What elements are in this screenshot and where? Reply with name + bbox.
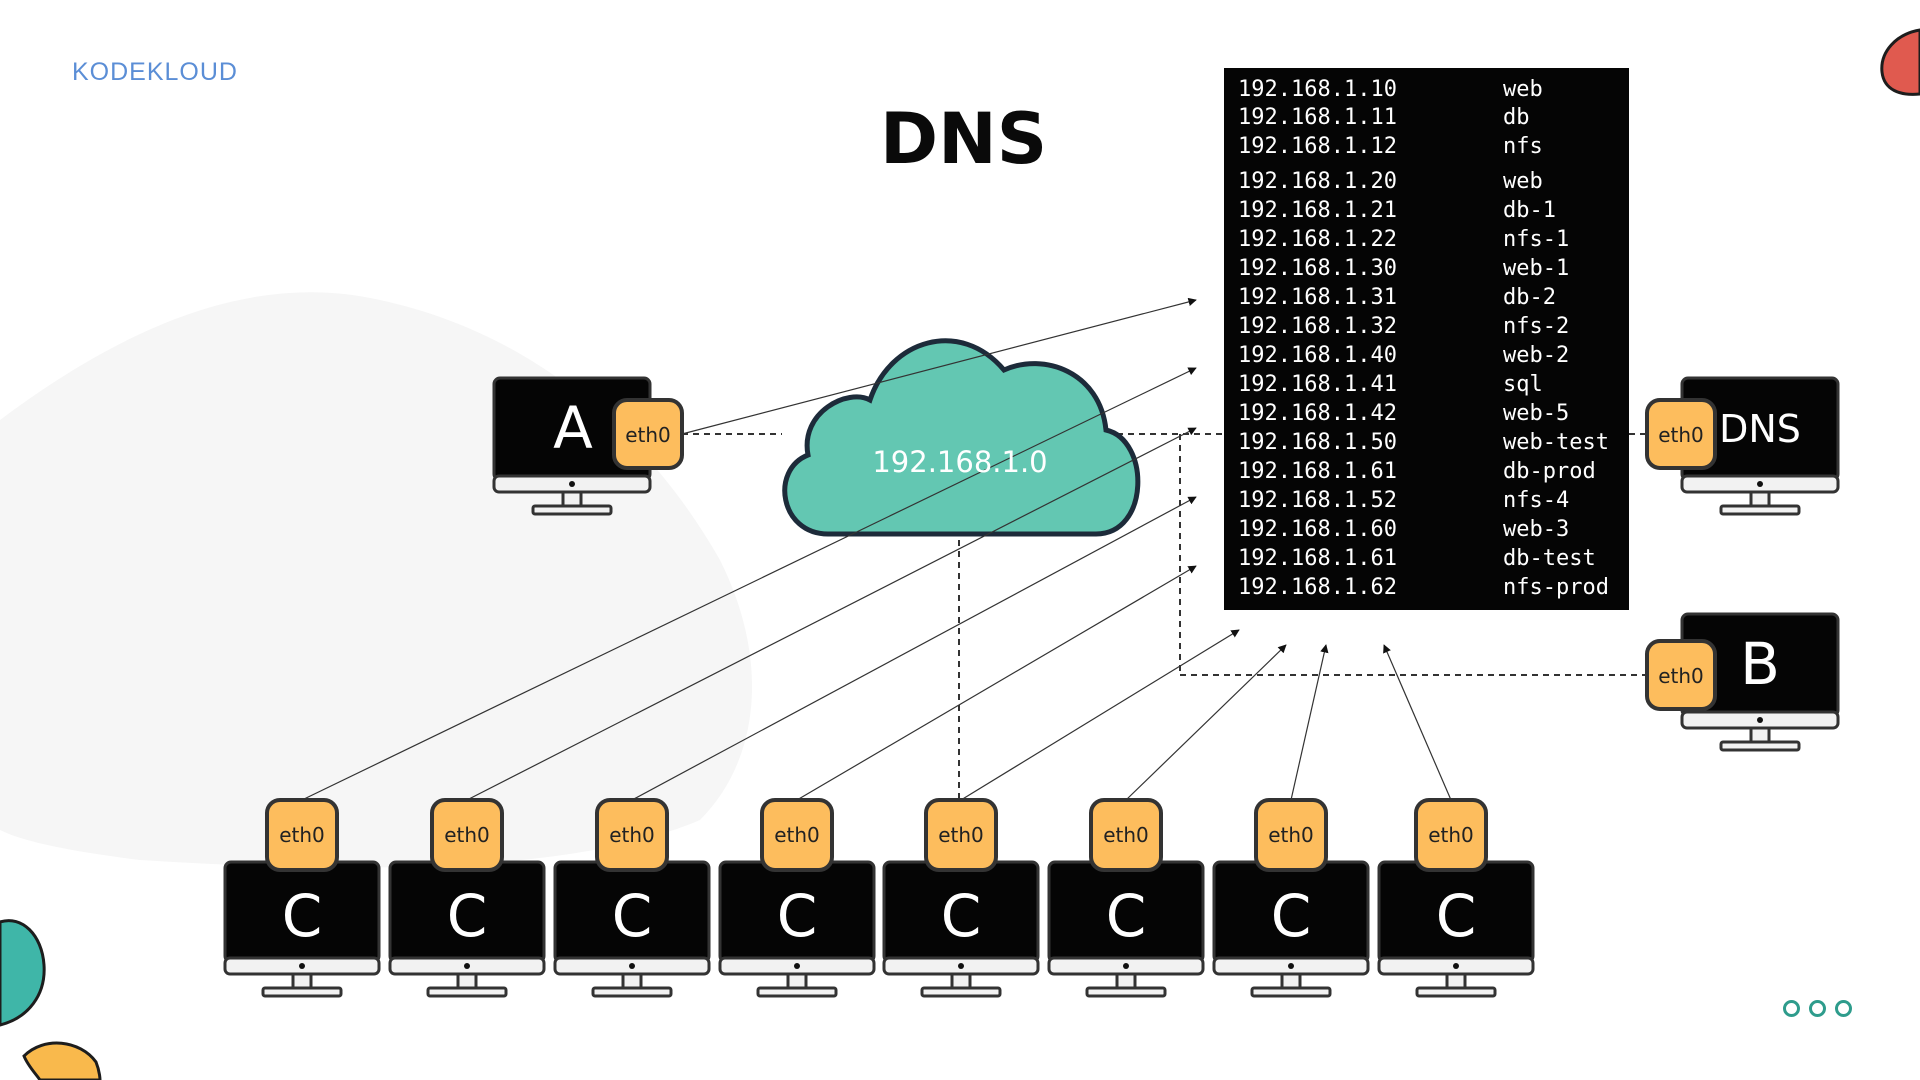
client-host: C eth0	[388, 798, 546, 998]
host-name: nfs-prod	[1503, 575, 1609, 600]
host-b-label: B	[1740, 630, 1780, 698]
host-a: A eth0	[492, 376, 684, 516]
host-name: db	[1503, 105, 1530, 130]
page-title: DNS	[880, 98, 1048, 180]
client-label: C	[1106, 882, 1147, 950]
teal-blob-decoration	[0, 919, 46, 1027]
host-ip: 192.168.1.61	[1238, 459, 1397, 484]
host-dns-label: DNS	[1719, 407, 1801, 451]
host-name: db-2	[1503, 285, 1556, 310]
host-ip: 192.168.1.41	[1238, 372, 1397, 397]
host-ip: 192.168.1.42	[1238, 401, 1397, 426]
client-host: C eth0	[553, 798, 711, 998]
eth0-label: eth0	[938, 823, 984, 847]
host-a-label: A	[553, 394, 593, 462]
host-name: web-1	[1503, 256, 1570, 281]
host-b: B eth0	[1645, 612, 1840, 752]
host-ip: 192.168.1.11	[1238, 105, 1397, 130]
host-ip: 192.168.1.32	[1238, 314, 1397, 339]
host-name: web-2	[1503, 343, 1570, 368]
more-options-icon[interactable]	[1783, 1000, 1861, 1021]
client-host: C eth0	[1047, 798, 1205, 998]
eth0-label: eth0	[1268, 823, 1314, 847]
client-host: C eth0	[718, 798, 876, 998]
host-name: sql	[1503, 372, 1543, 397]
host-ip: 192.168.1.30	[1238, 256, 1397, 281]
client-host: C eth0	[882, 798, 1040, 998]
eth0-label: eth0	[279, 823, 325, 847]
host-ip: 192.168.1.62	[1238, 575, 1397, 600]
client-label: C	[447, 882, 488, 950]
host-name: nfs-1	[1503, 227, 1570, 252]
client-label: C	[777, 882, 818, 950]
eth0-label: eth0	[1658, 423, 1704, 447]
eth0-label: eth0	[625, 423, 671, 447]
client-label: C	[612, 882, 653, 950]
eth0-label: eth0	[1428, 823, 1474, 847]
client-host: C eth0	[1377, 798, 1535, 998]
host-name: nfs-4	[1503, 488, 1570, 513]
host-name: db-1	[1503, 198, 1556, 223]
host-name: db-test	[1503, 546, 1596, 571]
host-name: web-3	[1503, 517, 1570, 542]
hosts-table: 192.168.1.10 web 192.168.1.11 db 192.168…	[1224, 68, 1629, 610]
eth0-label: eth0	[774, 823, 820, 847]
host-ip: 192.168.1.60	[1238, 517, 1397, 542]
network-address-label: 192.168.1.0	[872, 445, 1047, 479]
host-ip: 192.168.1.10	[1238, 77, 1397, 102]
client-label: C	[1271, 882, 1312, 950]
client-label: C	[941, 882, 982, 950]
host-ip: 192.168.1.61	[1238, 546, 1397, 571]
orange-blob-decoration	[22, 1041, 102, 1080]
host-dns: DNS eth0	[1645, 376, 1840, 516]
host-name: db-prod	[1503, 459, 1596, 484]
eth0-label: eth0	[609, 823, 655, 847]
host-ip: 192.168.1.21	[1238, 198, 1397, 223]
host-name: web-5	[1503, 401, 1570, 426]
host-name: web	[1503, 169, 1543, 194]
red-blob-decoration	[1880, 28, 1920, 96]
query-arrows	[301, 297, 1452, 801]
eth0-label: eth0	[444, 823, 490, 847]
client-label: C	[282, 882, 323, 950]
host-name: web	[1503, 77, 1543, 102]
network-links	[682, 433, 1647, 800]
host-ip: 192.168.1.40	[1238, 343, 1397, 368]
host-ip: 192.168.1.31	[1238, 285, 1397, 310]
host-name: web-test	[1503, 430, 1609, 455]
host-ip: 192.168.1.20	[1238, 169, 1397, 194]
eth0-label: eth0	[1658, 664, 1704, 688]
host-name: nfs-2	[1503, 314, 1570, 339]
client-label: C	[1436, 882, 1477, 950]
kodekloud-logo: KODEKLOUD	[72, 58, 238, 86]
host-ip: 192.168.1.52	[1238, 488, 1397, 513]
host-ip: 192.168.1.12	[1238, 134, 1397, 159]
client-host: C eth0	[1212, 798, 1370, 998]
host-ip: 192.168.1.50	[1238, 430, 1397, 455]
network-cloud	[782, 338, 1141, 537]
client-host: C eth0	[223, 798, 381, 998]
host-name: nfs	[1503, 134, 1543, 159]
eth0-label: eth0	[1103, 823, 1149, 847]
host-ip: 192.168.1.22	[1238, 227, 1397, 252]
